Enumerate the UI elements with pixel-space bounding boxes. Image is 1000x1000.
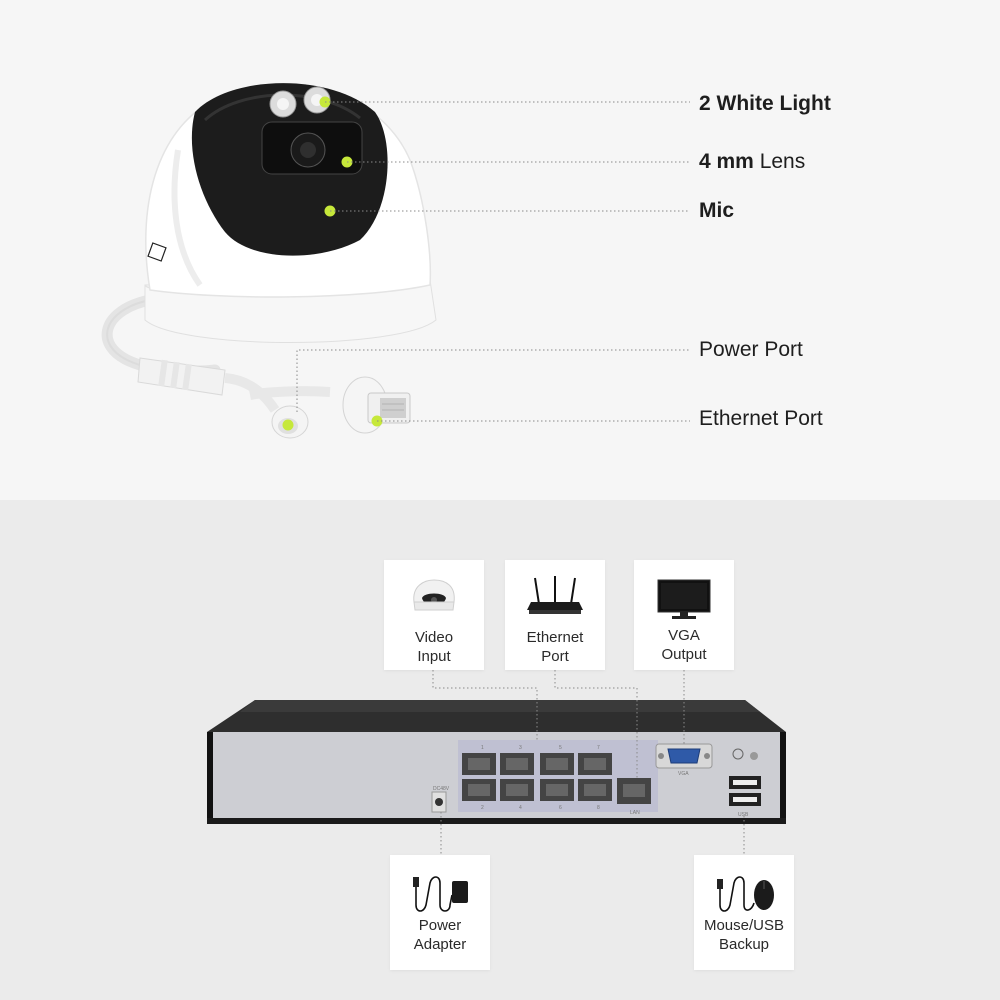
callout-lens: 4 mm Lens [699,151,805,172]
callout-ethernet-port-rest: Ethernet Port [699,407,823,430]
card-power-adapter: Power Adapter [390,855,490,970]
poe-port-label-6: 6 [559,805,562,811]
poe-port-label-3: 3 [519,745,522,751]
poe-port-label-8: 8 [597,805,600,811]
card-mouse-usb-backup: Mouse/USB Backup [694,855,794,970]
power-adapter-label-line2: Adapter [413,936,467,953]
monitor-icon [657,579,711,619]
usb-port-label: USB [738,812,749,818]
poe-ports [462,753,612,801]
callout-white-light-bold: 2 White Light [699,92,831,115]
power-adapter-label-line1: Power [418,917,462,934]
power-connector [137,357,331,439]
lan-port-label: LAN [630,810,640,816]
vga-output-label-line1: VGA [668,627,700,644]
card-ethernet-port: Ethernet Port [505,560,605,670]
mouse-usb-label-line1: Mouse/USB [703,917,785,934]
camera-diagram [101,83,690,439]
callout-power-port: Power Port [699,339,803,360]
poe-port-label-2: 2 [481,805,484,811]
callout-mic: Mic [699,200,734,221]
callout-power-port-rest: Power Port [699,338,803,361]
mouse-icon [717,876,774,912]
poe-port-label-1: 1 [481,745,484,751]
callout-ethernet-port: Ethernet Port [699,408,823,429]
router-icon [527,576,583,614]
poe-port-label-7: 7 [597,745,600,751]
video-input-label-line1: Video [414,629,454,646]
poe-port-label-4: 4 [519,805,522,811]
video-input-label-line2: Input [417,648,451,665]
poe-port-label-5: 5 [559,745,562,751]
callout-white-light: 2 White Light [699,93,831,114]
power-port-highlight-dot [282,419,294,431]
ethernet-port-label-line2: Port [541,648,569,665]
card-vga-output: VGA Output [634,560,734,670]
dome-camera-icon [413,579,455,611]
mouse-usb-label-line2: Backup [718,936,770,953]
leader-lines [296,101,690,422]
power-adapter-icon [413,876,468,912]
camera-body [144,83,437,343]
nvr-connector-lines [432,670,745,855]
ethernet-port-label-line1: Ethernet [526,629,584,646]
callout-lens-bold: 4 mm [699,150,754,173]
callout-mic-bold: Mic [699,199,735,222]
vga-output-label-line2: Output [661,646,707,663]
callout-lens-rest: Lens [753,150,806,173]
dc-jack-label: DC48V [433,786,450,792]
nvr-diagram: 1 3 5 7 2 4 6 8 LAN VGA USB DC48V [207,670,786,855]
vga-port-label: VGA [678,771,689,777]
card-video-input: Video Input [384,560,484,670]
